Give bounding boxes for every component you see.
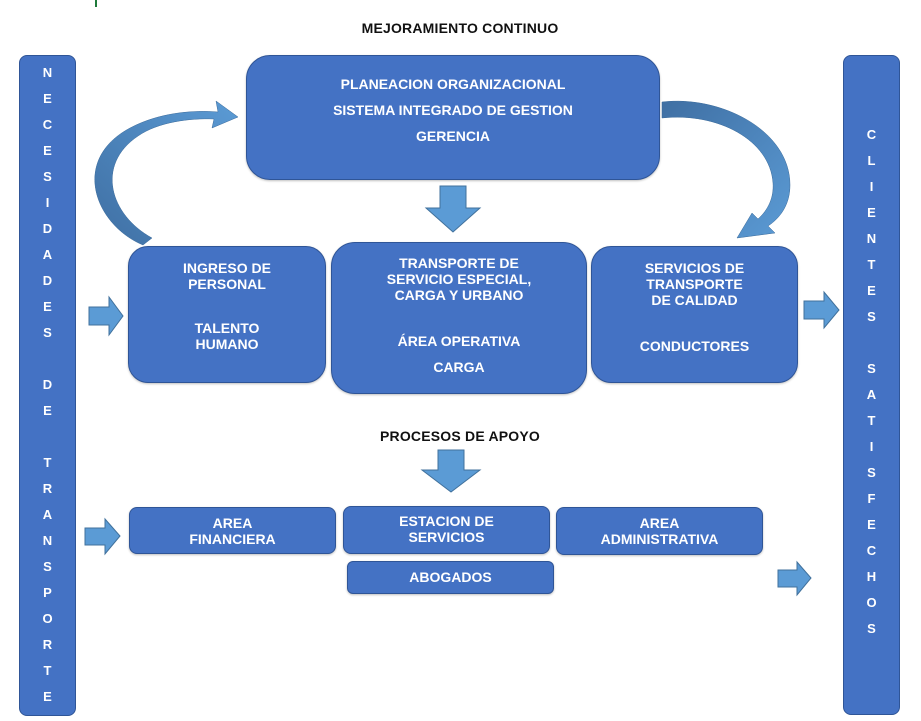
bar-letter: I: [45, 195, 50, 210]
bar-letter: I: [869, 179, 874, 194]
bar-letter: P: [43, 585, 52, 600]
bar-letter: C: [866, 543, 877, 558]
box-line: SERVICIOS DE: [644, 260, 745, 276]
box-line: CONDUCTORES: [639, 338, 750, 354]
bar-letter: E: [43, 403, 52, 418]
bar-letter: S: [867, 465, 876, 480]
box-line: CARGA Y URBANO: [394, 287, 524, 303]
bar-letter: T: [43, 663, 52, 678]
curved-arrow-icon: [661, 100, 791, 239]
lawyers-box: ABOGADOS: [347, 561, 554, 594]
bar-letter: E: [43, 689, 52, 704]
block-arrow-icon: [424, 185, 482, 233]
bar-letter: E: [867, 205, 876, 220]
box-line: ADMINISTRATIVA: [600, 531, 719, 547]
box-line: TRANSPORTE: [646, 276, 743, 292]
bar-letter: R: [42, 481, 53, 496]
box-line: SISTEMA INTEGRADO DE GESTION: [333, 102, 573, 118]
bar-letter: A: [42, 247, 53, 262]
block-arrow-icon: [88, 295, 124, 337]
block-arrow-icon: [84, 517, 121, 556]
box-line: DE CALIDAD: [651, 292, 738, 308]
document-edge-mark: [95, 0, 97, 7]
box-line: ESTACION DE: [399, 513, 494, 529]
continuous-improvement-title: MEJORAMIENTO CONTINUO: [361, 20, 559, 36]
box-line: SERVICIO ESPECIAL,: [386, 271, 532, 287]
bar-letter: N: [42, 533, 53, 548]
bar-letter: F: [867, 491, 876, 506]
bar-letter: S: [867, 621, 876, 636]
bar-letter: D: [42, 377, 53, 392]
bar-letter: O: [866, 595, 877, 610]
administrative-area-box: AREA ADMINISTRATIVA: [556, 507, 763, 555]
bar-letter: S: [867, 309, 876, 324]
curved-arrow-icon: [94, 100, 239, 246]
box-line: TRANSPORTE DE: [399, 255, 519, 271]
box-line: HUMANO: [195, 336, 259, 352]
bar-letter: E: [43, 299, 52, 314]
box-line: TALENTO: [194, 320, 260, 336]
bar-letter: D: [42, 273, 53, 288]
bar-letter: E: [867, 517, 876, 532]
bar-letter: R: [42, 637, 53, 652]
bar-letter: S: [43, 559, 52, 574]
bar-letter: H: [866, 569, 877, 584]
quality-transport-box: SERVICIOS DE TRANSPORTE DE CALIDAD CONDU…: [591, 246, 798, 383]
bar-letter: T: [867, 257, 876, 272]
bar-letter: L: [867, 153, 876, 168]
bar-letter: A: [866, 387, 877, 402]
personnel-intake-box: INGRESO DE PERSONAL TALENTO HUMANO: [128, 246, 326, 383]
box-line: FINANCIERA: [189, 531, 276, 547]
transport-services-box: TRANSPORTE DE SERVICIO ESPECIAL, CARGA Y…: [331, 242, 587, 394]
box-line: AREA: [639, 515, 680, 531]
bar-letter: E: [43, 143, 52, 158]
block-arrow-icon: [420, 449, 482, 493]
bar-letter: T: [43, 455, 52, 470]
bar-letter: C: [42, 117, 53, 132]
bar-letter: T: [867, 413, 876, 428]
organizational-planning-box: PLANEACION ORGANIZACIONAL SISTEMA INTEGR…: [246, 55, 660, 180]
bar-letter: S: [43, 169, 52, 184]
bar-letter: I: [869, 439, 874, 454]
service-station-box: ESTACION DE SERVICIOS: [343, 506, 550, 554]
bar-letter: O: [42, 611, 53, 626]
bar-letter: E: [43, 91, 52, 106]
bar-letter: C: [866, 127, 877, 142]
support-processes-title: PROCESOS DE APOYO: [379, 428, 541, 444]
block-arrow-icon: [803, 290, 840, 330]
bar-letter: N: [866, 231, 877, 246]
bar-letter: A: [42, 507, 53, 522]
box-line: ABOGADOS: [409, 569, 492, 585]
box-line: GERENCIA: [416, 128, 490, 144]
box-line: ÁREA OPERATIVA: [397, 333, 521, 349]
bar-letter: N: [42, 65, 53, 80]
bar-letter: E: [867, 283, 876, 298]
block-arrow-icon: [777, 560, 812, 597]
box-line: INGRESO DE: [183, 260, 271, 276]
bar-letter: D: [42, 221, 53, 236]
bar-letter: S: [867, 361, 876, 376]
bar-letter: S: [43, 325, 52, 340]
box-line: PLANEACION ORGANIZACIONAL: [340, 76, 566, 92]
box-line: PERSONAL: [188, 276, 266, 292]
finance-area-box: AREA FINANCIERA: [129, 507, 336, 554]
box-line: SERVICIOS: [408, 529, 485, 545]
box-line: AREA: [212, 515, 253, 531]
box-line: CARGA: [433, 359, 485, 375]
